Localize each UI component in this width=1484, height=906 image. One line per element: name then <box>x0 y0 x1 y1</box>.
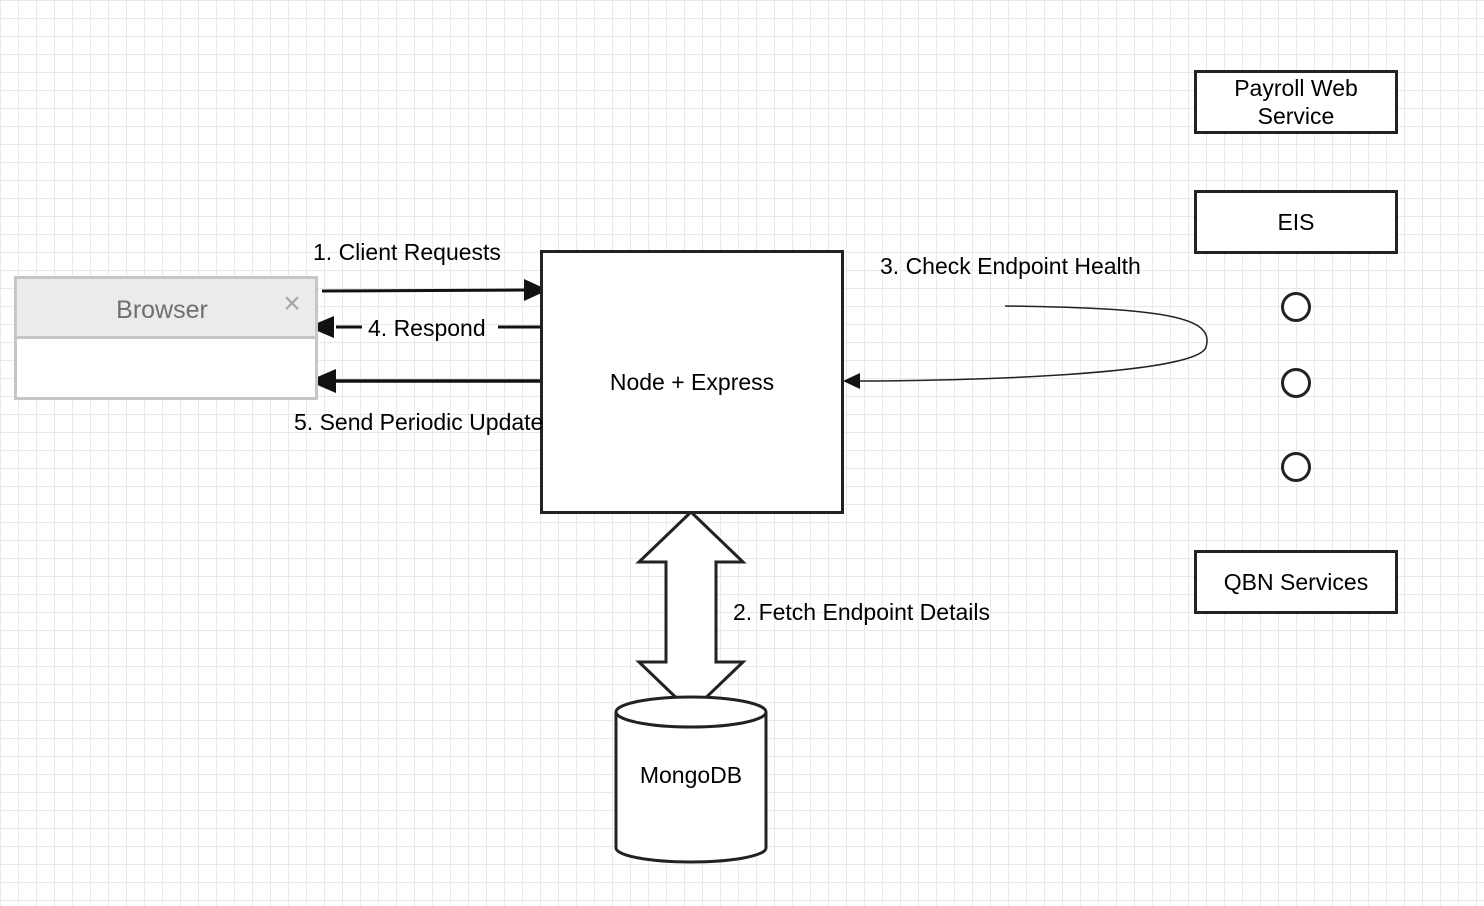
browser-title: Browser <box>116 296 208 324</box>
circle-icon <box>1281 452 1311 482</box>
fetch-details-double-arrow <box>635 509 747 715</box>
browser-window: Browser × <box>14 276 318 400</box>
health-check-arrow <box>843 305 1208 389</box>
circle-icon <box>1281 368 1311 398</box>
payroll-web-service-label: Payroll Web Service <box>1234 75 1358 129</box>
close-icon[interactable]: × <box>283 287 301 320</box>
qbn-services-label: QBN Services <box>1223 569 1369 595</box>
respond-arrow <box>308 316 541 338</box>
circle-icon <box>1281 292 1311 322</box>
payroll-web-service-box: Payroll Web Service <box>1194 70 1398 134</box>
client-requests-label: 1. Client Requests <box>313 239 501 265</box>
periodic-update-label: 5. Send Periodic Update <box>294 409 544 435</box>
mongodb-cylinder <box>614 695 768 864</box>
eis-box: EIS <box>1194 190 1398 254</box>
node-express-box: Node + Express <box>540 250 844 514</box>
fetch-details-label: 2. Fetch Endpoint Details <box>733 599 990 625</box>
qbn-services-box: QBN Services <box>1194 550 1398 614</box>
mongodb-label: MongoDB <box>639 762 743 788</box>
check-health-label: 3. Check Endpoint Health <box>880 253 1141 279</box>
node-express-label: Node + Express <box>609 369 775 395</box>
periodic-update-arrow <box>308 369 541 393</box>
client-requests-arrow <box>321 279 548 301</box>
respond-label: 4. Respond <box>368 315 486 341</box>
eis-label: EIS <box>1277 209 1315 235</box>
browser-title-bar: Browser × <box>17 279 315 339</box>
